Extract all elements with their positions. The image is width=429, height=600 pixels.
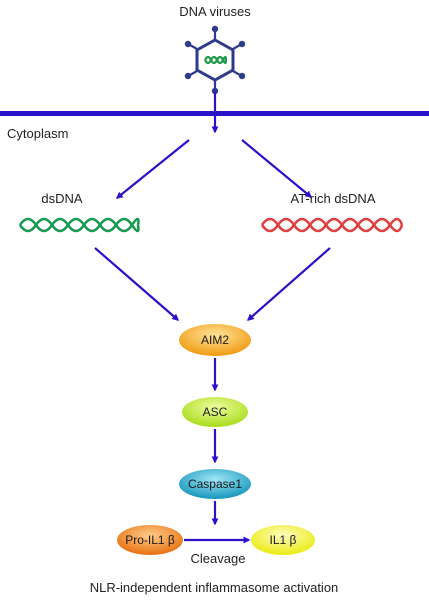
asc-label: ASC [203,405,228,419]
at-rich-dsdna-helix-icon [260,217,404,233]
cleavage-label: Cleavage [191,551,246,566]
virus-icon [184,25,246,95]
diagram-caption: NLR-independent inflammasome activation [90,580,339,595]
pro-il1b-label: Pro-IL1 β [125,533,175,547]
il1b-label: IL1 β [270,533,297,547]
arrow-to-at-rich [241,139,313,198]
il1b-node [251,525,315,555]
virus-label: DNA viruses [179,4,251,19]
arrow-at-rich-to-aim2 [246,247,331,321]
dsdna-label: dsDNA [41,191,83,206]
asc-node [182,397,248,427]
aim2-label: AIM2 [201,333,229,347]
aim2-node [179,324,251,356]
arrow-dsdna-to-aim2 [94,247,180,321]
dsdna-helix-icon [18,217,140,233]
at-rich-dsdna-label: AT-rich dsDNA [291,191,376,206]
arrow-to-dsdna [115,139,190,199]
pro-il1b-node [117,525,183,555]
caspase1-label: Caspase1 [188,477,242,491]
cytoplasm-label: Cytoplasm [7,126,68,141]
caspase1-node [179,469,251,499]
